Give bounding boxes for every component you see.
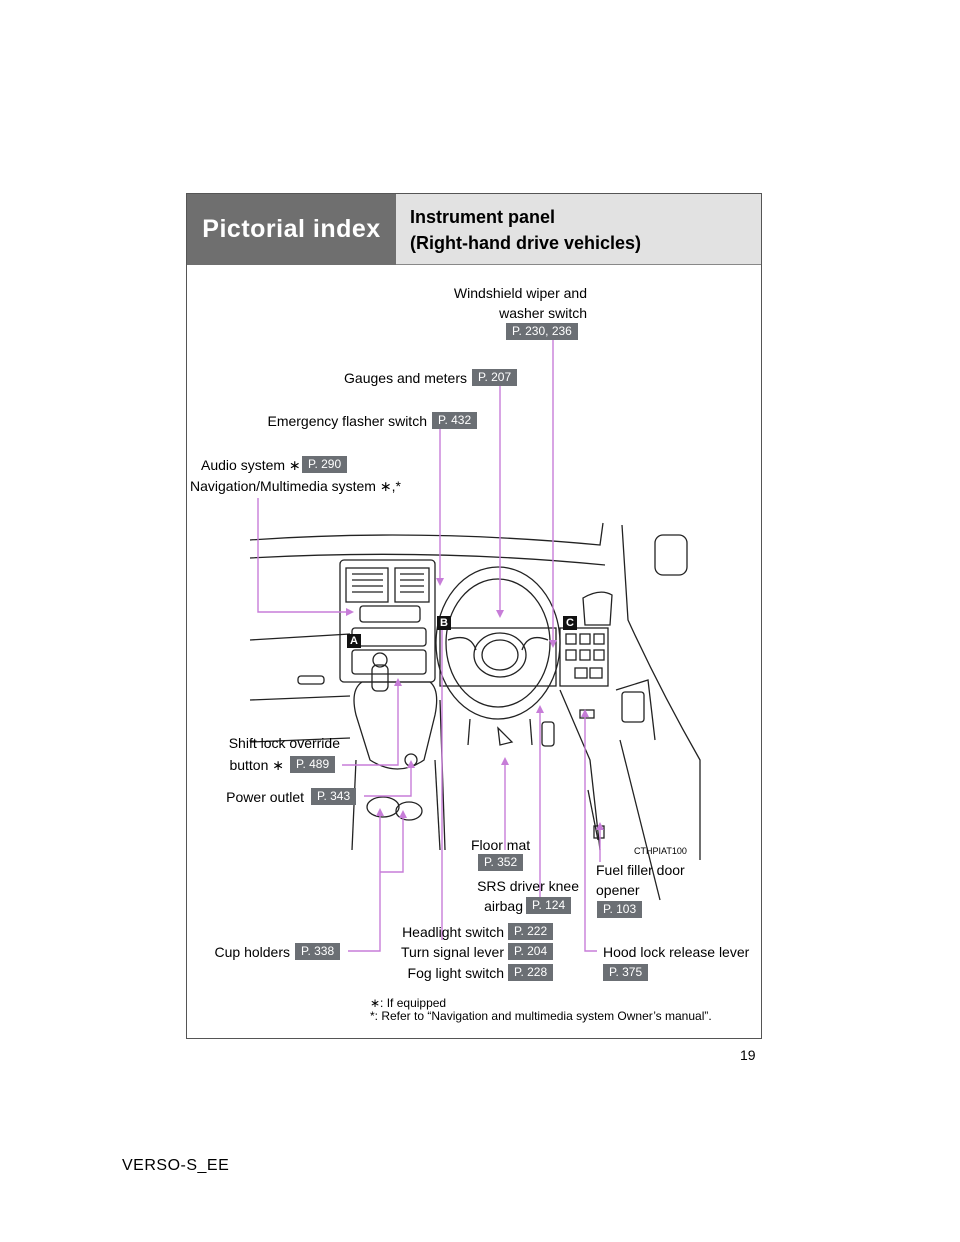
shiftlock-label-2: button ∗ [229,757,284,773]
turn-signal-label: Turn signal lever [401,944,504,960]
headlight-page-link[interactable]: P. 222 [508,923,554,940]
page-number: 19 [740,1047,756,1063]
srs-page-link[interactable]: P. 124 [526,897,572,914]
fog-light-label: Fog light switch [407,965,504,981]
flasher-page-link[interactable]: P. 432 [432,412,478,429]
navigation-label: Navigation/Multimedia system ∗,* [190,478,401,494]
srs-label-2: airbag [484,898,523,914]
section-marker-c: C [563,616,577,630]
fuel-label-2: opener [596,882,640,898]
section-marker-a: A [347,634,361,648]
turn-signal-page-link[interactable]: P. 204 [508,943,554,960]
subtitle-line-1: Instrument panel [410,207,556,227]
section-title: Pictorial index [187,194,396,265]
gauges-page-link[interactable]: P. 207 [472,369,518,386]
power-outlet-page-link[interactable]: P. 343 [311,788,357,805]
subtitle-line-2: (Right-hand drive vehicles) [410,233,642,253]
power-outlet-label: Power outlet [226,789,304,805]
wiper-label-1: Windshield wiper and [453,285,587,301]
fuel-label-1: Fuel filler door [596,862,685,878]
floor-mat-label: Floor mat [471,837,531,853]
fog-light-page-link[interactable]: P. 228 [508,964,554,981]
audio-page-link[interactable]: P. 290 [302,456,348,473]
gauges-label: Gauges and meters [344,370,467,386]
srs-label-1: SRS driver knee [477,878,579,894]
section-marker-b: B [437,616,451,630]
footnote-refer: *: Refer to “Navigation and multimedia s… [370,1009,712,1023]
model-code: VERSO-S_EE [122,1157,230,1174]
shiftlock-label-1: Shift lock override [228,735,340,751]
shiftlock-page-link[interactable]: P. 489 [290,756,336,773]
wiper-page-link[interactable]: P. 230, 236 [506,323,578,340]
audio-label: Audio system ∗ [201,457,301,473]
hood-lock-label: Hood lock release lever [603,944,750,960]
image-code: CTHPIAT100 [634,846,687,856]
fuel-page-link[interactable]: P. 103 [597,901,643,918]
wiper-label-2: washer switch [499,305,587,321]
flasher-label: Emergency flasher switch [267,413,427,429]
cup-holders-label: Cup holders [214,944,291,960]
headlight-label: Headlight switch [402,924,504,940]
index-frame: Pictorial index Instrument panel (Right-… [186,193,762,1039]
cup-holders-page-link[interactable]: P. 338 [295,943,341,960]
hood-lock-page-link[interactable]: P. 375 [603,964,649,981]
section-subtitle: Instrument panel (Right-hand drive vehic… [396,194,761,265]
floor-mat-page-link[interactable]: P. 352 [478,854,524,871]
footnote-equipped: ∗: If equipped [370,996,447,1010]
